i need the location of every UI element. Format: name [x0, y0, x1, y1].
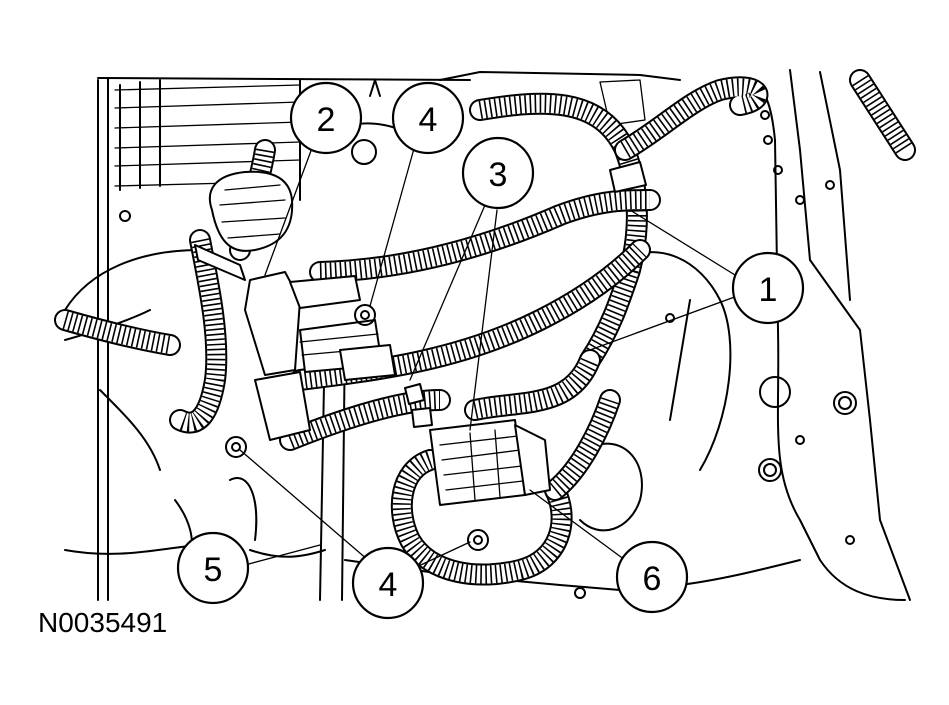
- callout-4-top-label: 4: [419, 101, 438, 139]
- callout-5: 5: [176, 531, 250, 605]
- callout-3-label: 3: [489, 156, 508, 194]
- connector-multipin: [429, 419, 551, 506]
- fastener-bottom: [467, 529, 489, 551]
- connector-left-cylindrical: [194, 170, 294, 281]
- callout-4-top: 4: [391, 81, 465, 155]
- fasteners: [225, 304, 489, 551]
- callout-6-label: 6: [643, 560, 662, 598]
- fastener-left: [225, 436, 247, 458]
- callout-4-bottom-label: 4: [379, 566, 398, 604]
- callout-5-label: 5: [204, 551, 223, 589]
- callout-2-label: 2: [317, 101, 336, 139]
- callout-6: 6: [615, 540, 689, 614]
- callout-1: 1: [731, 251, 805, 325]
- callout-4-bottom: 4: [351, 546, 425, 620]
- callout-3: 3: [461, 136, 535, 210]
- callout-1-label: 1: [759, 271, 778, 309]
- connectors: [194, 161, 647, 506]
- fastener-top: [354, 304, 376, 326]
- figure-id: N0035491: [38, 607, 167, 638]
- leader-lines: [239, 144, 741, 571]
- callout-2: 2: [289, 81, 363, 155]
- connector-center-block: [244, 271, 396, 441]
